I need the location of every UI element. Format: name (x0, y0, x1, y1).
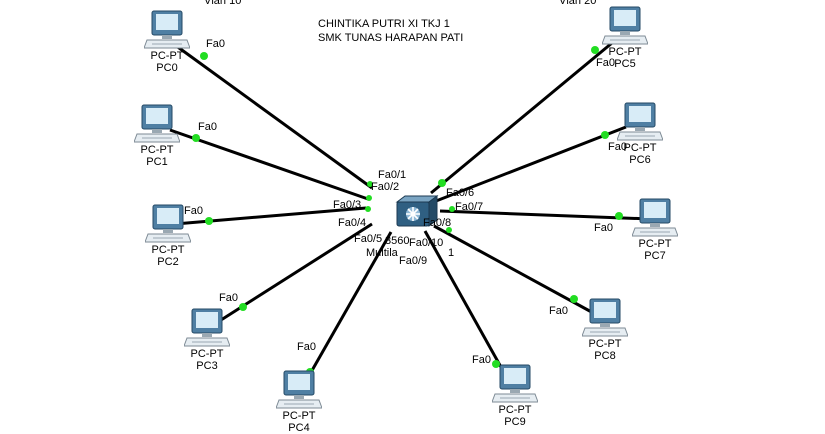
link-light-pc9 (492, 360, 500, 368)
switch-port-fa0-8: Fa0/8 (423, 217, 452, 229)
pc-name-label: PC2 (157, 256, 179, 268)
pc-icon (617, 102, 663, 141)
pc2-port-label: Fa0 (184, 205, 203, 217)
switch-model-label: 3560 (385, 235, 410, 247)
pc-device[interactable]: PC-PT PC8 (570, 298, 640, 362)
pc-icon (632, 198, 678, 237)
link-pc9[interactable] (423, 230, 513, 386)
link-pc0[interactable] (174, 43, 373, 190)
pc-device[interactable]: PC-PT PC7 (620, 198, 690, 262)
pc-icon (492, 364, 538, 403)
link-light-sw7 (449, 206, 455, 212)
pc-type-label: PC-PT (498, 404, 532, 416)
pc-type-label: PC-PT (150, 50, 184, 62)
pc1-port-label: Fa0 (198, 121, 217, 133)
link-light-pc8 (570, 295, 578, 303)
multilayer-switch-icon[interactable] (395, 195, 439, 227)
pc-type-label: PC-PT (638, 238, 672, 250)
link-light-pc7 (615, 212, 623, 220)
pc-type-label: PC-PT (140, 144, 174, 156)
pc-icon (184, 308, 230, 347)
link-light-sw3 (365, 206, 371, 212)
title-note-line2: SMK TUNAS HARAPAN PATI (318, 32, 464, 44)
pc-name-label: PC6 (629, 154, 651, 166)
pc-device[interactable]: PC-PT PC9 (480, 364, 550, 428)
pc-icon (582, 298, 628, 337)
link-light-sw8 (446, 227, 452, 233)
pc-device[interactable]: PC-PT PC3 (172, 308, 242, 372)
pc-type-label: PC-PT (282, 410, 316, 422)
pc-type-label: PC-PT (190, 348, 224, 360)
pc-device[interactable]: PC-PT PC1 (122, 104, 192, 168)
pc7-port-label: Fa0 (594, 222, 613, 234)
pc-device[interactable]: PC-PT PC2 (133, 204, 203, 268)
link-status-lights (192, 46, 623, 376)
pc-icon (145, 204, 191, 243)
link-pc4[interactable] (300, 231, 393, 389)
vlan-10-label: Vlan 10 (204, 0, 242, 7)
link-pc6[interactable] (435, 125, 627, 203)
link-light-pc1 (192, 134, 200, 142)
switch-port-fa0-3: Fa0/3 (333, 199, 362, 211)
pc3-port-label: Fa0 (219, 292, 238, 304)
link-pc7[interactable] (439, 209, 651, 221)
pc-type-label: PC-PT (588, 338, 622, 350)
pc-name-label: PC4 (288, 422, 310, 434)
pc0-port-label: Fa0 (206, 38, 225, 50)
link-light-pc0 (200, 52, 208, 60)
link-pc3[interactable] (209, 222, 373, 329)
switch-port-fa0-10: Fa0/10 (409, 237, 444, 249)
pc5-port-label: Fa0 (596, 57, 615, 69)
pc-type-label: PC-PT (608, 46, 642, 58)
switch-port-fa0-1: Fa0/1 (378, 169, 407, 181)
pc-icon (276, 370, 322, 409)
pc-type-label: PC-PT (623, 142, 657, 154)
pc-name-label: PC0 (156, 62, 178, 74)
link-light-sw2 (366, 195, 372, 201)
pc-icon (602, 6, 648, 45)
link-pc1[interactable] (169, 128, 369, 201)
pc-name-label: PC5 (614, 58, 636, 70)
switch-port-fa0-5: Fa0/5 (354, 233, 383, 245)
switch-port-fa0-2: Fa0/2 (371, 181, 400, 193)
link-light-pc5 (591, 46, 599, 54)
pc6-port-label: Fa0 (608, 141, 627, 153)
switch-port-fa0-6: Fa0/6 (446, 187, 475, 199)
pc-device[interactable]: PC-PT PC0 (132, 10, 202, 74)
link-light-sw1 (367, 181, 373, 187)
pc-name-label: PC1 (146, 156, 168, 168)
title-note-line1: CHINTIKA PUTRI XI TKJ 1 (318, 18, 450, 30)
pc-type-label: PC-PT (151, 244, 185, 256)
link-light-pc3 (239, 303, 247, 311)
pc4-port-label: Fa0 (297, 341, 316, 353)
pc-name-label: PC8 (594, 350, 616, 362)
link-pc5[interactable] (430, 36, 619, 195)
pc-icon (134, 104, 180, 143)
switch-port-fa0-9: Fa0/9 (399, 255, 428, 267)
pc-icon (144, 10, 190, 49)
link-light-sw6 (438, 179, 446, 187)
vlan-20-label: Vlan 20 (559, 0, 597, 7)
pc-device[interactable]: PC-PT PC5 (590, 6, 660, 70)
pc-device[interactable]: PC-PT PC6 (605, 102, 675, 166)
link-pc8[interactable] (433, 224, 598, 317)
pc8-port-label: Fa0 (549, 305, 568, 317)
pc-name-label: PC9 (504, 416, 526, 428)
switch-port-fa0-4: Fa0/4 (338, 217, 367, 229)
pc9-port-label: Fa0 (472, 354, 491, 366)
pc-name-label: PC3 (196, 360, 218, 372)
pc-name-label: PC7 (644, 250, 666, 262)
link-light-pc2 (205, 217, 213, 225)
link-light-pc6 (601, 131, 609, 139)
switch-port-fa0-7: Fa0/7 (455, 201, 484, 213)
switch-extra-label: 1 (448, 247, 455, 259)
pc-device[interactable]: PC-PT PC4 (264, 370, 334, 434)
switch-type-label: Multila (366, 247, 398, 259)
